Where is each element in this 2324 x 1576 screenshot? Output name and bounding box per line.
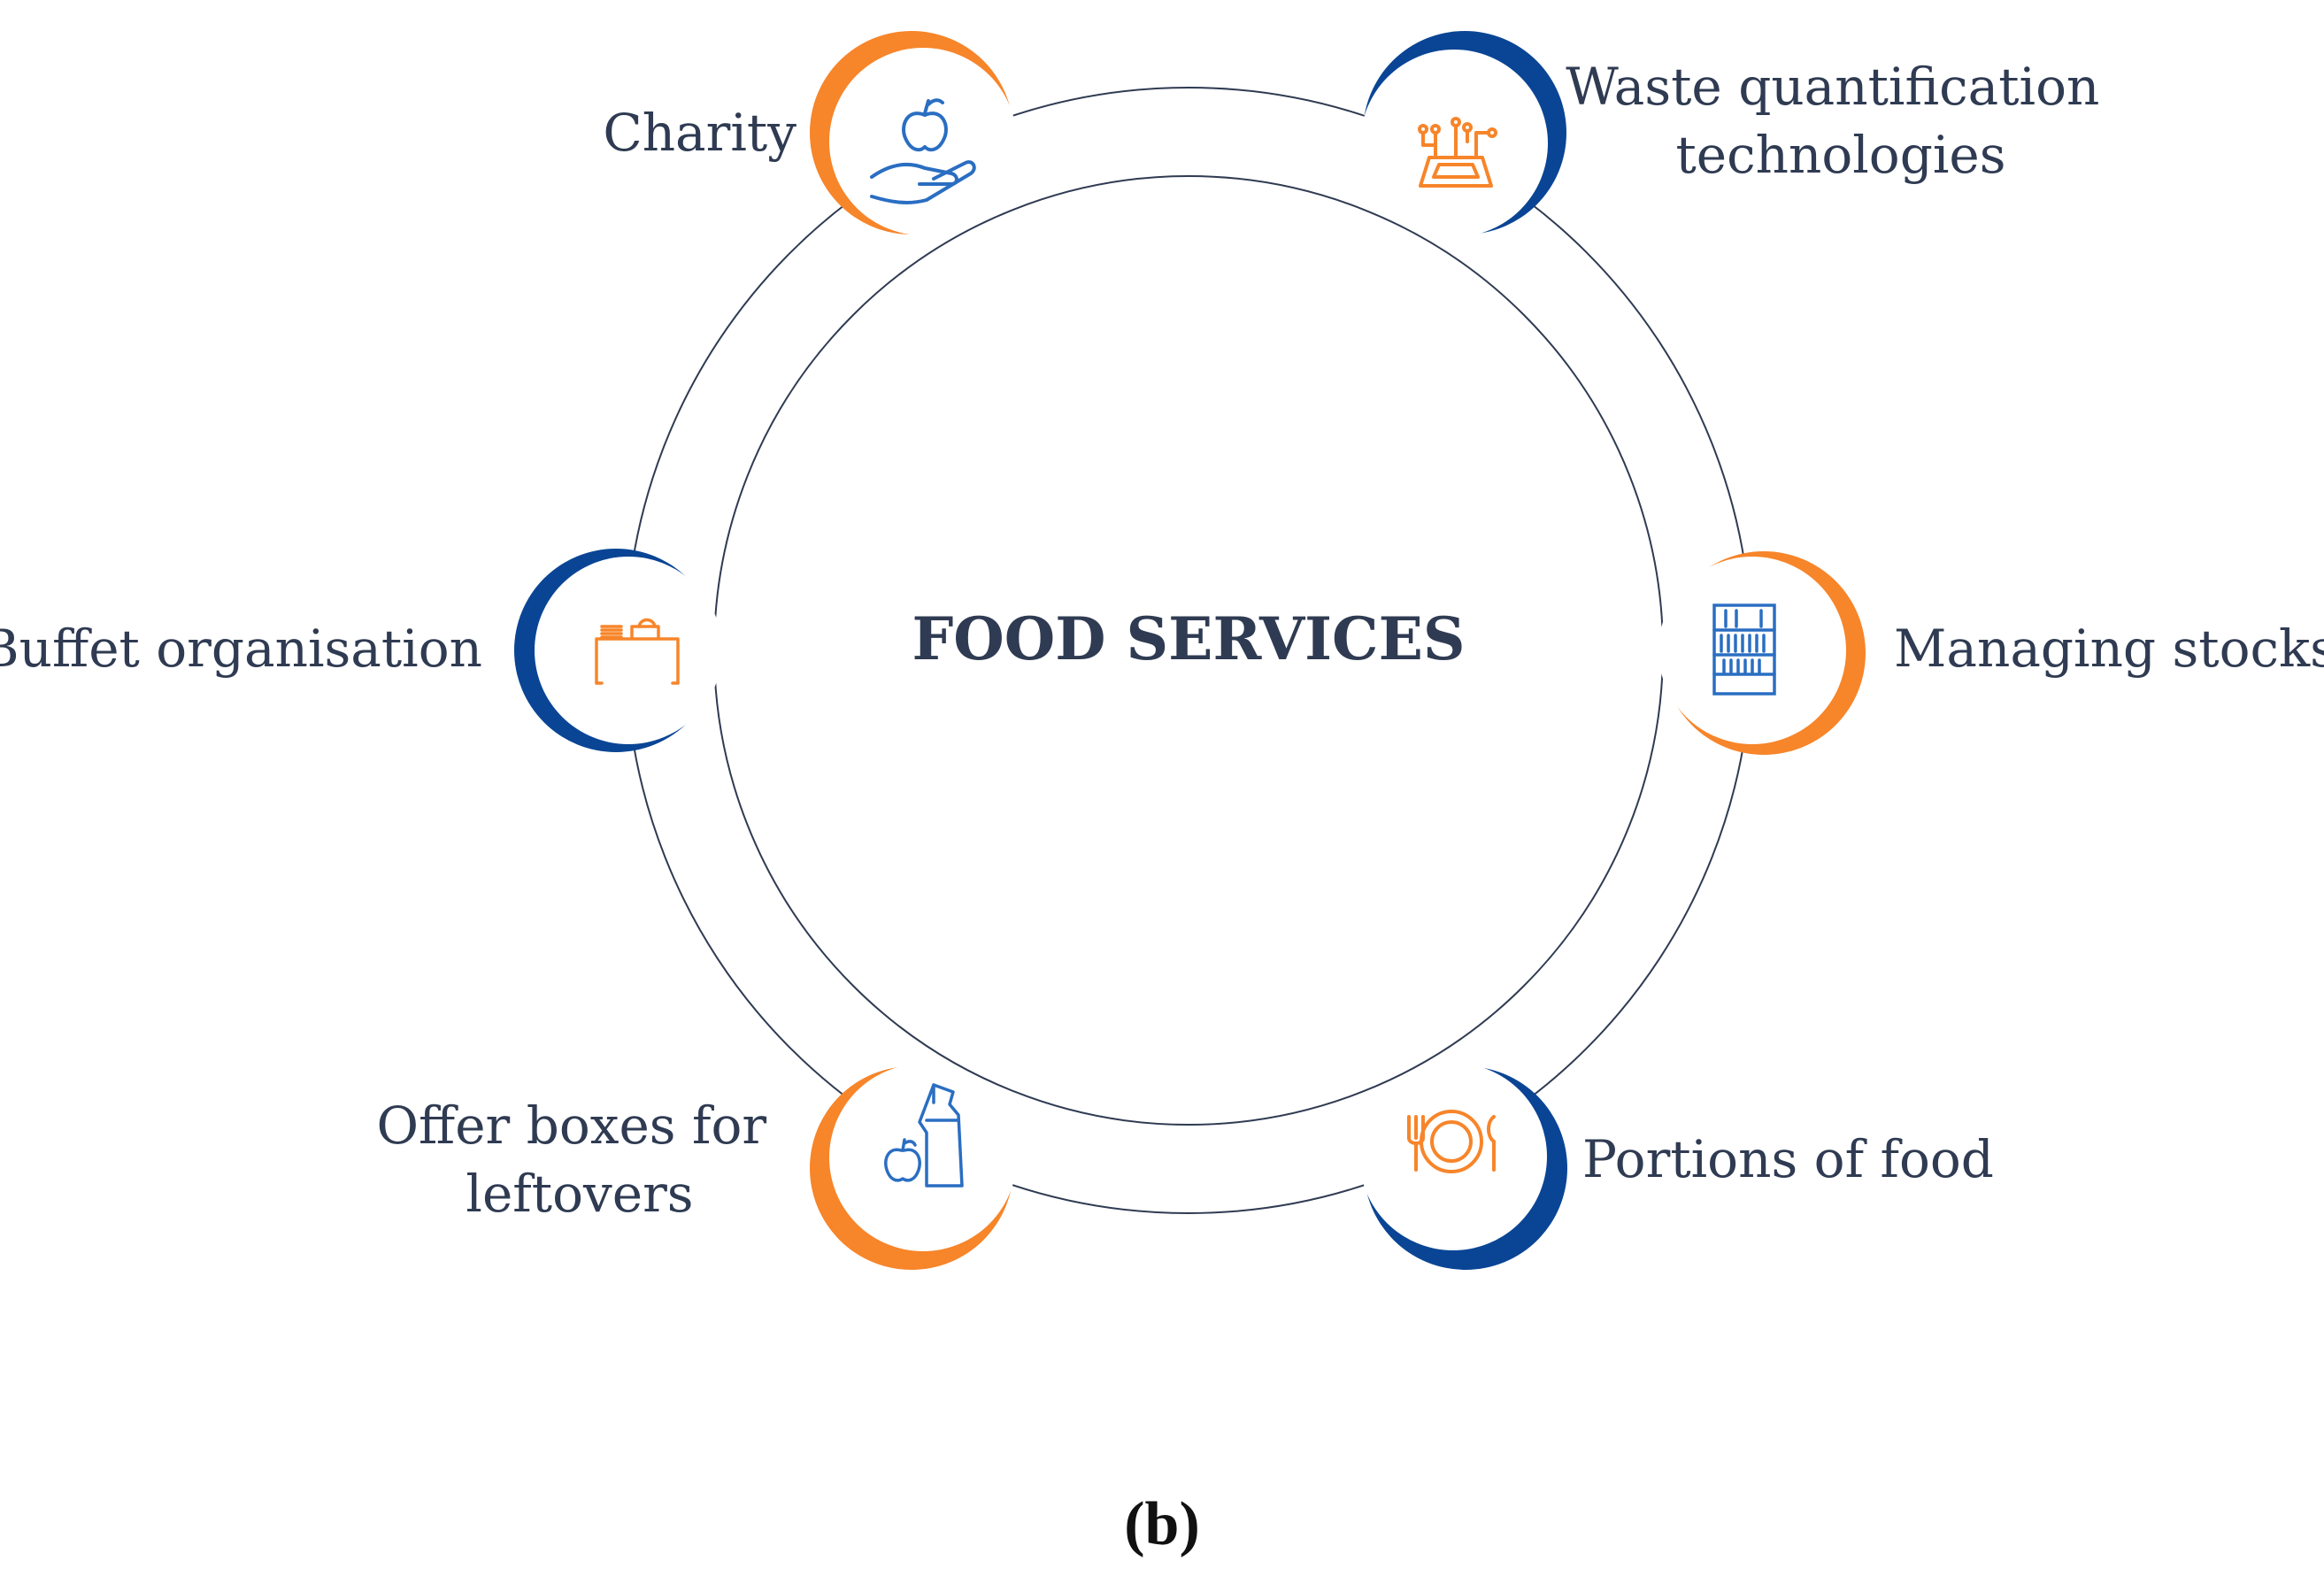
figure-caption: (b): [1124, 1490, 1200, 1558]
node-portions-inner: [1359, 1063, 1547, 1250]
node-boxes-inner: [829, 1064, 1017, 1251]
plate-cutlery-icon: [1407, 1110, 1496, 1173]
node-charity-inner: [829, 48, 1017, 235]
node-buffet: [514, 549, 722, 752]
label-buffet-line-1: Buffet organisation: [0, 619, 482, 679]
center-title: FOOD SERVICES: [912, 604, 1465, 673]
label-waste: Waste quantification technologies: [1566, 57, 2116, 185]
label-waste-line-2: technologies: [1676, 125, 2006, 185]
label-boxes-line-1: Offer boxes for: [376, 1096, 766, 1156]
label-charity: Charity: [603, 103, 796, 163]
node-portions: [1359, 1063, 1567, 1270]
circuit-tablet-icon: [1418, 117, 1497, 188]
label-boxes: Offer boxes for leftovers: [376, 1096, 782, 1224]
label-charity-line-1: Charity: [603, 103, 796, 163]
node-charity: [810, 31, 1017, 235]
label-stocks: Managing stocks: [1894, 619, 2324, 679]
bag-apple-icon: [884, 1083, 964, 1188]
label-portions: Portions of food: [1582, 1129, 1994, 1189]
node-waste: [1360, 31, 1566, 237]
node-stocks: [1658, 551, 1866, 755]
buffet-table-icon: [595, 618, 680, 685]
shelf-icon: [1712, 603, 1776, 696]
label-boxes-line-2: leftovers: [466, 1164, 693, 1224]
label-waste-line-1: Waste quantification: [1566, 57, 2099, 117]
label-stocks-line-1: Managing stocks: [1894, 619, 2324, 679]
node-boxes: [810, 1064, 1017, 1270]
hand-apple-icon: [870, 98, 976, 204]
label-portions-line-1: Portions of food: [1582, 1129, 1994, 1189]
node-buffet-inner: [535, 557, 722, 744]
label-buffet: Buffet organisation: [0, 619, 482, 679]
node-stocks-inner: [1658, 557, 1846, 744]
